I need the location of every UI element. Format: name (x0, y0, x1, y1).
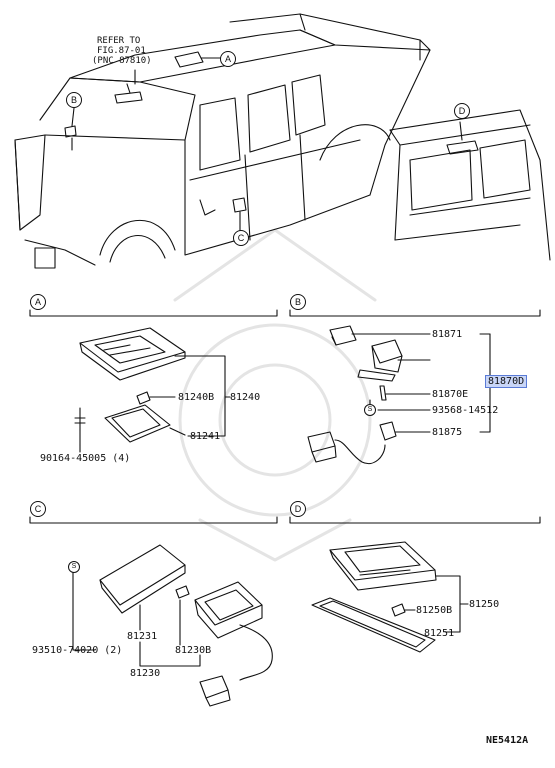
section-c-artwork (29, 516, 278, 707)
part-label-93568-14512: 93568-14512 (432, 405, 499, 416)
part-label-81230b: 81230B (175, 645, 212, 656)
section-a-marker: A (30, 294, 46, 310)
refer-to-label-line2: FIG.87-01 (97, 46, 146, 56)
screw-symbol-c-icon: S (68, 561, 80, 573)
suv-illustration (389, 109, 551, 261)
section-d-artwork (289, 516, 541, 653)
part-label-81240: 81240 (230, 392, 261, 403)
section-a-artwork (29, 309, 278, 453)
screw-symbol-icon: S (364, 404, 376, 416)
section-b-marker: B (290, 294, 306, 310)
part-label-81250b: 81250B (416, 605, 453, 616)
part-label-81870e: 81870E (432, 389, 469, 400)
part-label-81250: 81250 (469, 599, 500, 610)
part-label-81240b: 81240B (178, 392, 215, 403)
part-label-81251: 81251 (424, 628, 455, 639)
callout-b-overview: B (66, 92, 82, 108)
part-label-93510-74020: 93510-74020 (2) (32, 645, 123, 656)
pickup-truck-illustration (14, 13, 431, 269)
callout-d-overview: D (454, 103, 470, 119)
watermark-emblem (173, 228, 377, 562)
section-d-marker: D (290, 501, 306, 517)
part-label-81230: 81230 (130, 668, 161, 679)
refer-to-label-line3: (PNC 87810) (92, 56, 152, 66)
part-label-81875: 81875 (432, 427, 463, 438)
part-label-81241: 81241 (190, 431, 221, 442)
part-label-90164-45005: 90164-45005 (4) (40, 453, 131, 464)
part-label-81870d-highlighted: 81870D (485, 375, 528, 388)
callout-c-overview: C (233, 230, 249, 246)
part-label-81231: 81231 (127, 631, 158, 642)
callout-a-overview: A (220, 51, 236, 67)
refer-to-label-line1: REFER TO (97, 36, 141, 46)
figure-code: NE5412A (486, 735, 529, 746)
section-c-marker: C (30, 501, 46, 517)
part-label-81871: 81871 (432, 329, 463, 340)
